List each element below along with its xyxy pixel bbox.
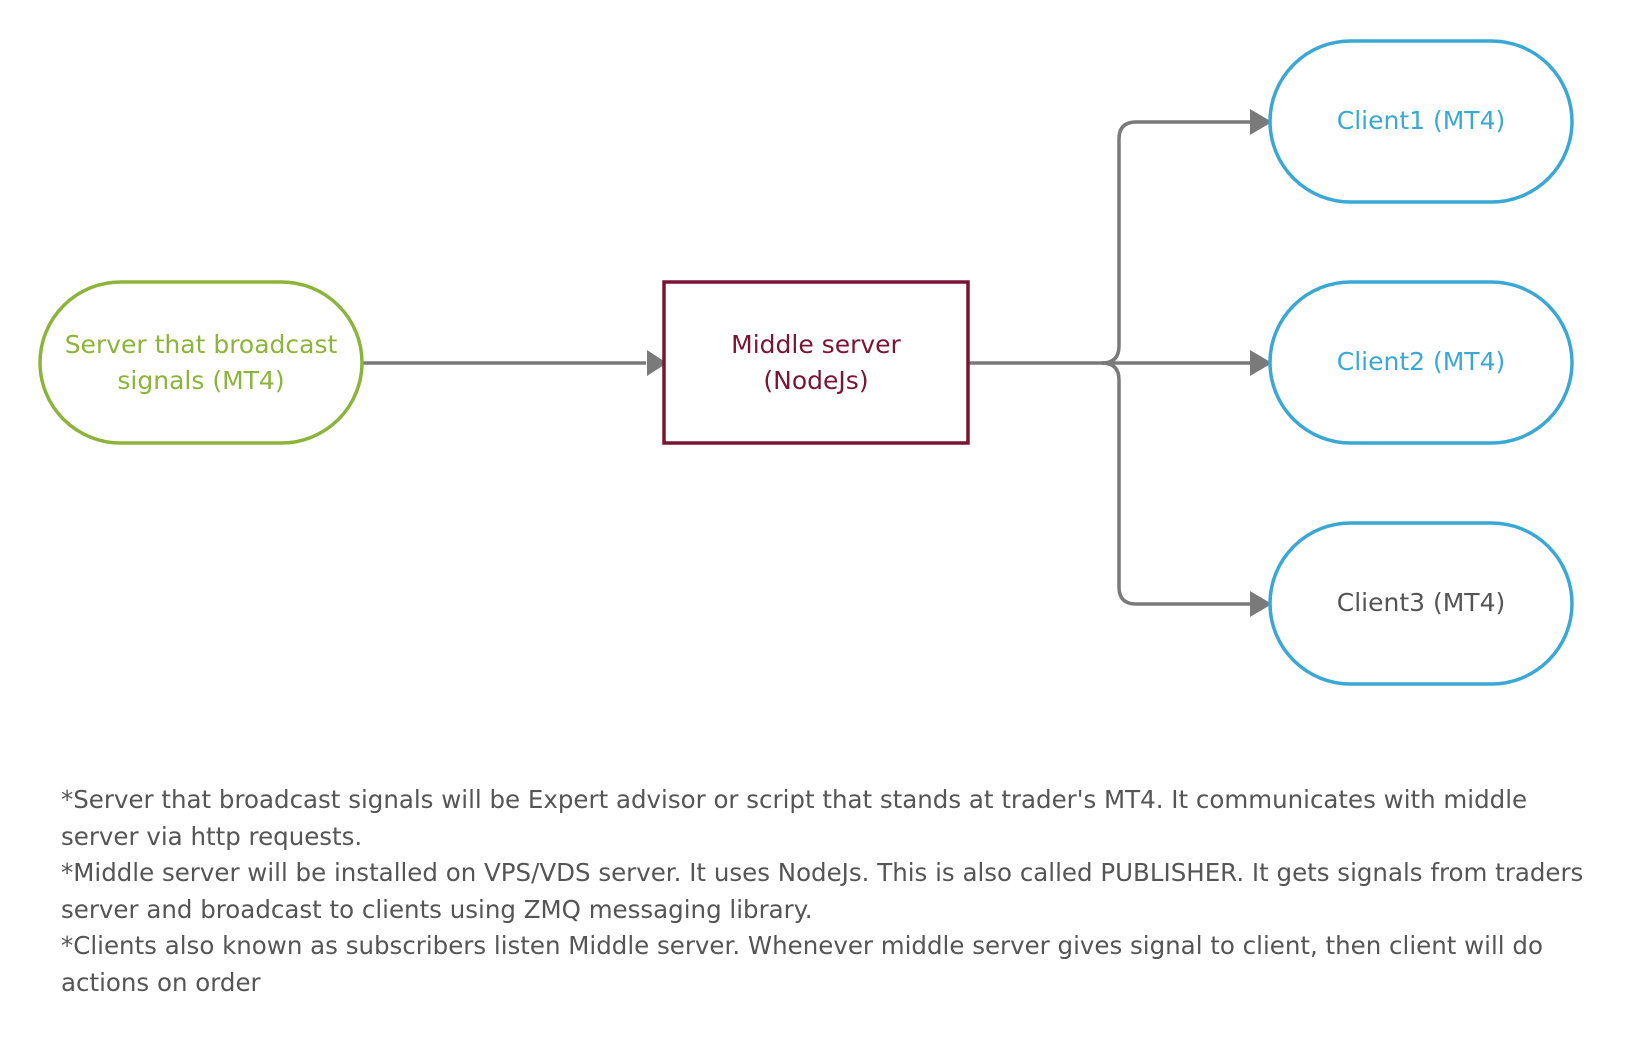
middle-server-label-line1: Middle server: [731, 330, 901, 359]
connector-branch-client3: [1101, 361, 1250, 606]
client2-label: Client2 (MT4): [1337, 347, 1505, 376]
middle-server-node[interactable]: Middle server (NodeJs): [662, 280, 970, 445]
arrowhead-client1: [1250, 109, 1272, 135]
middle-server-label-line2: (NodeJs): [763, 366, 868, 395]
connector-branch-client1: [1101, 120, 1250, 365]
client3-node[interactable]: Client3 (MT4): [1268, 521, 1574, 686]
client3-label: Client3 (MT4): [1337, 588, 1505, 617]
note-clients: *Clients also known as subscribers liste…: [61, 931, 1543, 997]
client3-node-shape: [1268, 521, 1574, 686]
arrowhead-client2: [1250, 350, 1272, 376]
middle-server-node-shape: [662, 280, 970, 445]
client1-label: Client1 (MT4): [1337, 106, 1505, 135]
note-middle-server: *Middle server will be installed on VPS/…: [61, 858, 1584, 924]
client1-node[interactable]: Client1 (MT4): [1268, 39, 1574, 204]
client2-node-shape: [1268, 280, 1574, 445]
arrowhead-client3: [1250, 591, 1272, 617]
source-node[interactable]: Server that broadcast signals (MT4): [38, 280, 364, 445]
client1-node-shape: [1268, 39, 1574, 204]
arrowhead-middle: [647, 350, 667, 376]
architecture-diagram: Server that broadcast signals (MT4) Midd…: [38, 39, 1574, 686]
source-node-shape: [38, 280, 364, 445]
notes-section: *Server that broadcast signals will be E…: [61, 782, 1601, 1001]
client2-node[interactable]: Client2 (MT4): [1268, 280, 1574, 445]
source-node-label-line1: Server that broadcast: [65, 330, 338, 359]
note-server: *Server that broadcast signals will be E…: [61, 785, 1528, 851]
source-node-label-line2: signals (MT4): [117, 366, 284, 395]
